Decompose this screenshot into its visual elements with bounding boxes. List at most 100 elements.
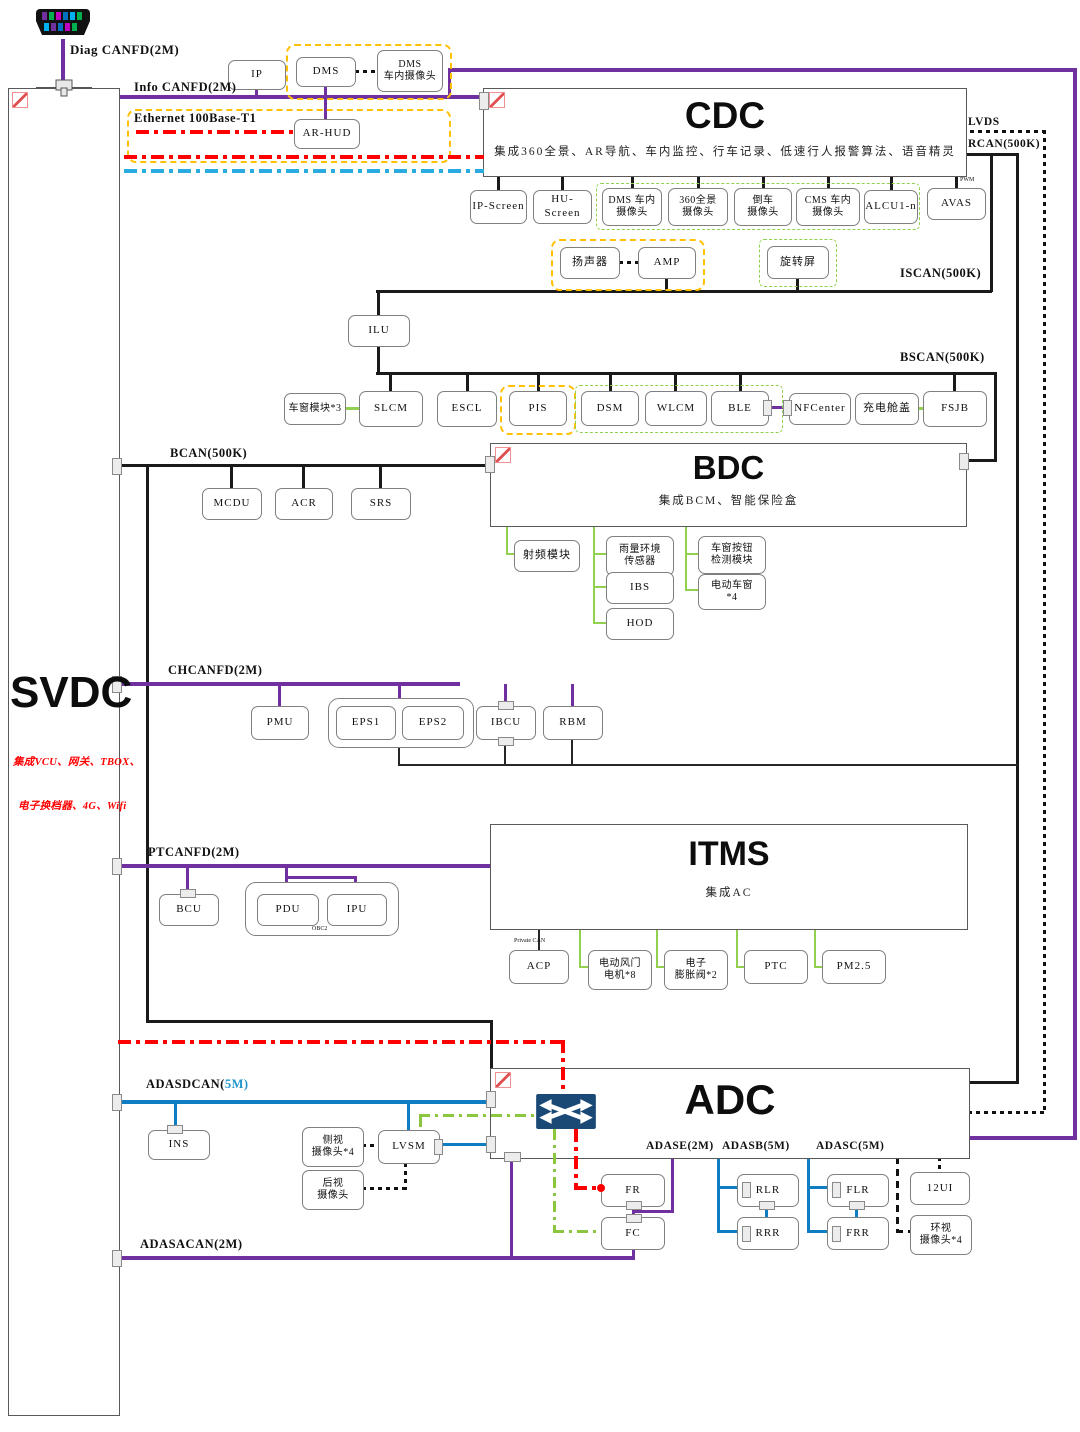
fc-top-stub bbox=[626, 1214, 642, 1223]
node-air-motor[interactable]: 电动风门 电机*8 bbox=[588, 950, 652, 990]
node-rbm[interactable]: RBM bbox=[543, 706, 603, 740]
node-srs[interactable]: SRS bbox=[351, 488, 411, 520]
svdc-adasdcan-stub bbox=[112, 1094, 122, 1111]
obc-label: OBC2 bbox=[312, 926, 328, 932]
node-acr[interactable]: ACR bbox=[275, 488, 333, 520]
fr-red-endpoint bbox=[597, 1184, 605, 1192]
node-fsjb[interactable]: FSJB bbox=[923, 391, 987, 427]
cdc-child-riser-3 bbox=[631, 175, 634, 188]
rear-camera-link-v bbox=[404, 1163, 407, 1190]
lvds-line-v bbox=[1043, 130, 1046, 1114]
node-ptc[interactable]: PTC bbox=[744, 950, 808, 984]
node-ar-hud[interactable]: AR-HUD bbox=[294, 119, 360, 149]
node-ipu[interactable]: IPU bbox=[327, 894, 387, 926]
bdc-box[interactable]: BDC 集成BCM、智能保险盒 bbox=[490, 443, 967, 527]
ptc-h bbox=[736, 966, 746, 968]
node-charge-lid[interactable]: 充电舱盖 bbox=[855, 393, 919, 425]
iscan-bus bbox=[376, 290, 992, 293]
node-ble[interactable]: BLE bbox=[711, 391, 769, 426]
bscan-into-bdc bbox=[963, 459, 997, 462]
itms-box[interactable]: ITMS 集成AC bbox=[490, 824, 968, 930]
ibcu-bottom-stub bbox=[498, 737, 514, 746]
node-pdu[interactable]: PDU bbox=[257, 894, 319, 926]
fc-to-adasacan bbox=[632, 1248, 635, 1259]
node-escl[interactable]: ESCL bbox=[437, 391, 497, 427]
node-nfcenter[interactable]: NFCenter bbox=[789, 393, 851, 425]
slcm-riser bbox=[389, 374, 392, 391]
svdc-desc-1: 集成VCU、网关、TBOX、 bbox=[13, 757, 141, 768]
adasdcan-bus bbox=[118, 1100, 492, 1104]
cdc-box[interactable]: CDC 集成360全景、AR导航、车内监控、行车记录、低速行人报警算法、语音精灵 bbox=[483, 88, 967, 177]
rbm-riser bbox=[571, 684, 574, 706]
node-eps1[interactable]: EPS1 bbox=[336, 706, 396, 740]
adc-hatch-icon bbox=[495, 1072, 511, 1088]
node-eps2[interactable]: EPS2 bbox=[402, 706, 464, 740]
node-ilu[interactable]: ILU bbox=[348, 315, 410, 347]
node-dms[interactable]: DMS bbox=[296, 57, 356, 87]
obc-riser bbox=[285, 866, 288, 878]
node-rf-module[interactable]: 射频模块 bbox=[514, 540, 580, 572]
node-hu-screen[interactable]: HU-Screen bbox=[533, 190, 592, 224]
adasdcan-label-b: 5M) bbox=[224, 1077, 249, 1091]
node-rear-view-camera[interactable]: 后视 摄像头 bbox=[302, 1170, 364, 1210]
bdc-right-stub bbox=[959, 453, 969, 470]
node-dms-camera[interactable]: DMS 车内摄像头 bbox=[377, 50, 443, 92]
node-bcu[interactable]: BCU bbox=[159, 894, 219, 926]
dsm-wlcm-ble-frame bbox=[575, 385, 783, 433]
node-acp[interactable]: ACP bbox=[509, 950, 569, 984]
rcan-line-h bbox=[962, 153, 1019, 156]
bdc-left-stub bbox=[485, 456, 495, 473]
node-rain-sensor[interactable]: 雨量环境 传感器 bbox=[606, 536, 674, 576]
svdc-box[interactable] bbox=[8, 88, 120, 1416]
node-alcu[interactable]: ALCU1-n bbox=[864, 190, 918, 224]
dms-yellow-frame bbox=[286, 44, 452, 100]
node-fc[interactable]: FC bbox=[601, 1217, 665, 1250]
info-canfd-top-run bbox=[448, 68, 1077, 72]
node-window-button-module[interactable]: 车窗按钮 检测模块 bbox=[698, 536, 766, 574]
svdc-title: SVDC bbox=[10, 668, 133, 717]
green-to-fc bbox=[553, 1230, 601, 1233]
node-rotate-screen[interactable]: 旋转屏 bbox=[767, 246, 829, 279]
lvds-line-h bbox=[962, 130, 1046, 133]
node-cms-camera[interactable]: CMS 车内 摄像头 bbox=[796, 188, 860, 226]
node-pis[interactable]: PIS bbox=[509, 391, 567, 426]
node-surround-camera[interactable]: 环视 摄像头*4 bbox=[910, 1215, 972, 1255]
node-ibcu[interactable]: IBCU bbox=[476, 706, 536, 740]
ptc-v bbox=[736, 928, 738, 968]
rcan-into-adc bbox=[968, 1081, 1018, 1084]
node-reverse-camera[interactable]: 倒车 摄像头 bbox=[734, 188, 792, 226]
node-dms-cabin-camera[interactable]: DMS 车内 摄像头 bbox=[602, 188, 662, 226]
node-amp[interactable]: AMP bbox=[638, 247, 696, 279]
svdc-ptcanfd-stub bbox=[112, 858, 122, 875]
node-mcdu[interactable]: MCDU bbox=[202, 488, 262, 520]
node-ins[interactable]: INS bbox=[148, 1130, 210, 1160]
node-dsm[interactable]: DSM bbox=[581, 391, 639, 426]
node-power-window[interactable]: 电动车窗 *4 bbox=[698, 574, 766, 610]
ble-right-stub bbox=[763, 400, 772, 416]
node-360-camera[interactable]: 360全景 摄像头 bbox=[668, 188, 728, 226]
adasacan-bus bbox=[118, 1256, 635, 1260]
node-hod[interactable]: HOD bbox=[606, 608, 674, 640]
node-window-module[interactable]: 车窗模块*3 bbox=[284, 393, 346, 425]
node-avas[interactable]: AVAS bbox=[927, 188, 986, 220]
adasc-frr-h bbox=[807, 1230, 827, 1233]
node-wlcm[interactable]: WLCM bbox=[645, 391, 707, 426]
node-lvsm[interactable]: LVSM bbox=[378, 1130, 440, 1164]
node-pmu[interactable]: PMU bbox=[251, 706, 309, 740]
diag-canfd-stem bbox=[61, 39, 65, 88]
node-ibs[interactable]: IBS bbox=[606, 572, 674, 604]
ins-top-stub bbox=[167, 1125, 183, 1134]
node-speaker[interactable]: 扬声器 bbox=[560, 247, 620, 279]
node-pm25[interactable]: PM2.5 bbox=[822, 950, 886, 984]
ptcanfd-label: PTCANFD(2M) bbox=[148, 845, 240, 859]
node-slcm[interactable]: SLCM bbox=[359, 391, 423, 427]
bdc-hatch-icon bbox=[495, 447, 511, 463]
node-side-camera[interactable]: 侧视 摄像头*4 bbox=[302, 1127, 364, 1167]
node-ip-screen[interactable]: IP-Screen bbox=[470, 190, 527, 224]
node-12ui[interactable]: 12UI bbox=[910, 1172, 970, 1205]
obc-split-h bbox=[285, 876, 357, 879]
eps-lower-riser bbox=[398, 746, 400, 764]
node-ip[interactable]: IP bbox=[228, 60, 286, 90]
node-exp-valve[interactable]: 电子 膨胀阀*2 bbox=[664, 950, 728, 990]
